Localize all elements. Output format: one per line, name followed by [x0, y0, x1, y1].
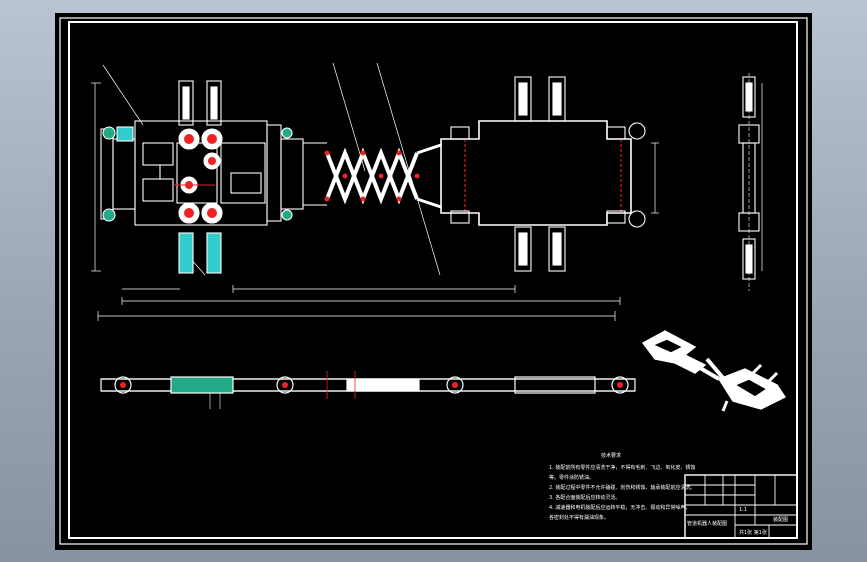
tech-line: 各密封处不得有漏油现象。 [549, 514, 609, 521]
title-block-material: 装配图 [773, 516, 788, 523]
wheels-bottom-left [178, 232, 222, 274]
top-view [91, 62, 763, 321]
dimension-lines [91, 82, 763, 321]
carriage-wheels [514, 76, 566, 272]
title-block-drawing-name: 管道机器人装配图 [687, 520, 727, 527]
outer-border [59, 17, 808, 545]
cad-drawing-sheet: 技术要求 1. 装配前所有零件应清洗干净，不得有毛刺、飞边、氧化皮、锈蚀 等。零… [59, 17, 808, 545]
title-block: 管道机器人装配图 装配图 1:1 共1张 第1张 [684, 474, 798, 539]
tech-line: 3. 各配合面装配后应转动灵活。 [549, 494, 620, 501]
tech-line: 1. 装配前所有零件应清洗干净，不得有毛刺、飞边、氧化皮、锈蚀 [549, 464, 695, 471]
gears [173, 128, 223, 224]
tech-line: 4. 减速器和电机装配后应运转平稳，无冲击、振动和异常噪声， [549, 504, 690, 511]
tech-requirements-title: 技术要求 [601, 452, 621, 459]
tech-line: 2. 装配过程中零件不允许磕碰、划伤和锈蚀，轴承装配前应清洗。 [549, 484, 695, 491]
wheels-top-left [178, 80, 222, 126]
cad-viewport[interactable]: 技术要求 1. 装配前所有零件应清洗干净，不得有毛刺、飞边、氧化皮、锈蚀 等。零… [55, 13, 812, 550]
scissor-linkage [325, 147, 419, 205]
title-block-scale: 1:1 [739, 507, 747, 513]
front-view [100, 371, 636, 409]
title-block-sheet: 共1张 第1张 [739, 529, 767, 536]
leader-lines [102, 62, 441, 276]
tech-requirements: 技术要求 1. 装配前所有零件应清洗干净，不得有毛刺、飞边、氧化皮、锈蚀 等。零… [549, 452, 695, 521]
side-view [738, 73, 760, 291]
tech-line: 等。零件涂防锈油。 [549, 474, 594, 481]
inner-border [68, 21, 798, 539]
isometric-view [641, 330, 787, 412]
